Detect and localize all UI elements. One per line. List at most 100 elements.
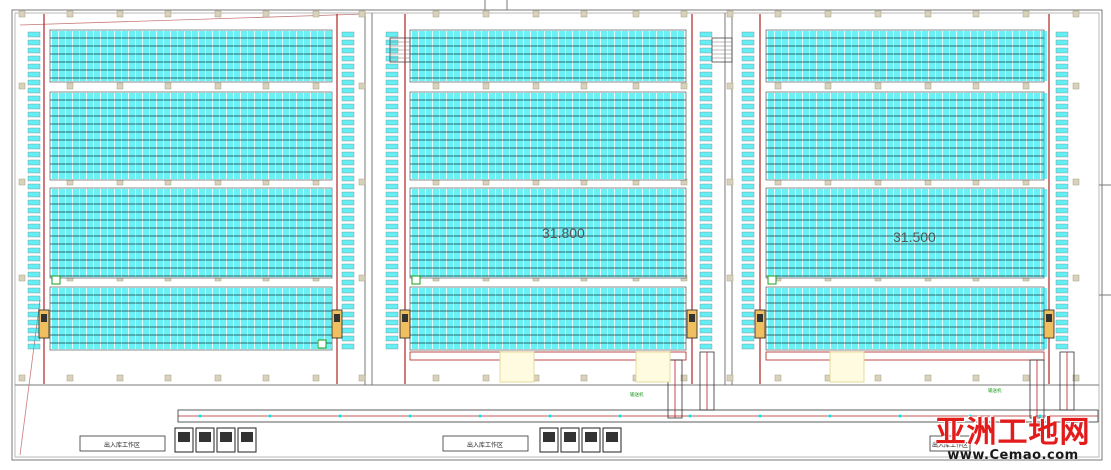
rack-bay <box>810 93 816 179</box>
rack-bay <box>325 31 331 81</box>
rack-bay <box>999 189 1005 277</box>
rack-bay <box>311 288 317 349</box>
side-rack-slot <box>699 271 713 278</box>
rack-bay <box>796 93 802 179</box>
rack-bay <box>796 189 802 277</box>
rack-bay <box>552 288 558 349</box>
rack-bay <box>136 31 142 81</box>
side-rack-slot <box>1055 111 1069 118</box>
side-rack-slot <box>27 175 41 182</box>
rack-bay <box>87 31 93 81</box>
side-rack-slot <box>741 335 755 342</box>
side-rack-slot <box>1055 319 1069 326</box>
rack-bay <box>136 288 142 349</box>
structural-column <box>680 82 688 90</box>
rack-bay <box>52 31 58 81</box>
side-rack-slot <box>741 271 755 278</box>
side-rack-slot <box>27 287 41 294</box>
rack-bay <box>992 93 998 179</box>
rack-bay <box>622 93 628 179</box>
structural-column <box>66 82 74 90</box>
rack-bay <box>157 31 163 81</box>
rack-bay <box>171 288 177 349</box>
side-rack-slot <box>385 119 399 126</box>
structural-column <box>262 10 270 18</box>
side-rack-slot <box>699 143 713 150</box>
side-rack-slot <box>27 239 41 246</box>
rack-bay <box>873 31 879 81</box>
rack-bay <box>199 189 205 277</box>
rack-bay <box>503 189 509 277</box>
side-rack-slot <box>341 63 355 70</box>
side-rack-slot <box>699 87 713 94</box>
rack-bay <box>276 31 282 81</box>
rack-bay <box>985 93 991 179</box>
rack-bay <box>248 288 254 349</box>
side-rack-slot <box>341 87 355 94</box>
rack-bay <box>255 93 261 179</box>
side-rack-slot <box>385 127 399 134</box>
structural-column <box>1022 10 1030 18</box>
rack-bay <box>664 189 670 277</box>
rack-bay <box>545 189 551 277</box>
stacker-crane <box>686 309 698 339</box>
rack-bay <box>573 93 579 179</box>
rack-bay <box>992 288 998 349</box>
rack-bay <box>901 288 907 349</box>
rack-bay <box>440 31 446 81</box>
side-rack-slot <box>27 255 41 262</box>
side-rack-slot <box>385 175 399 182</box>
rack-bay <box>538 288 544 349</box>
rack-bay <box>873 189 879 277</box>
rack-bay <box>489 93 495 179</box>
rack-bay <box>915 31 921 81</box>
rack-bay <box>964 93 970 179</box>
rack-bay <box>1027 93 1033 179</box>
side-rack-slot <box>1055 103 1069 110</box>
rack-bay <box>559 31 565 81</box>
rack-bay <box>915 93 921 179</box>
side-rack-slot <box>741 167 755 174</box>
side-rack-slot <box>699 255 713 262</box>
conveyor-roller <box>1038 414 1042 418</box>
rack-bay <box>922 189 928 277</box>
rack-bay <box>262 93 268 179</box>
rack-bay <box>824 288 830 349</box>
rack-bay <box>87 189 93 277</box>
rack-bay <box>447 93 453 179</box>
bottom-label-left: 出入库工作区 <box>104 441 140 449</box>
side-rack-slot <box>385 143 399 150</box>
rack-bay <box>538 189 544 277</box>
rack-bay <box>108 31 114 81</box>
rack-bay <box>803 93 809 179</box>
side-rack-slot <box>341 183 355 190</box>
side-rack-slot <box>1055 159 1069 166</box>
rack-bay <box>943 189 949 277</box>
side-rack-slot <box>27 335 41 342</box>
side-rack-slot <box>341 319 355 326</box>
rack-bay <box>524 288 530 349</box>
side-rack-slot <box>27 247 41 254</box>
rack-bay <box>178 189 184 277</box>
rack-bay <box>1041 189 1047 277</box>
rack-bay <box>852 31 858 81</box>
structural-column <box>116 374 124 382</box>
rack-bay <box>887 93 893 179</box>
rack-bay <box>915 189 921 277</box>
side-rack-slot <box>1055 151 1069 158</box>
rack-bay <box>964 288 970 349</box>
structural-column <box>726 82 734 90</box>
structural-column <box>1022 374 1030 382</box>
structural-column <box>532 10 540 18</box>
rack-bay <box>73 93 79 179</box>
side-rack-slot <box>385 247 399 254</box>
structural-column <box>824 82 832 90</box>
rack-bay <box>1020 31 1026 81</box>
side-rack-slot <box>27 167 41 174</box>
rack-bay <box>852 189 858 277</box>
rack-bay <box>80 93 86 179</box>
side-rack-slot <box>699 295 713 302</box>
rack-bay <box>164 31 170 81</box>
side-rack-slot <box>341 327 355 334</box>
rack-bay <box>859 31 865 81</box>
